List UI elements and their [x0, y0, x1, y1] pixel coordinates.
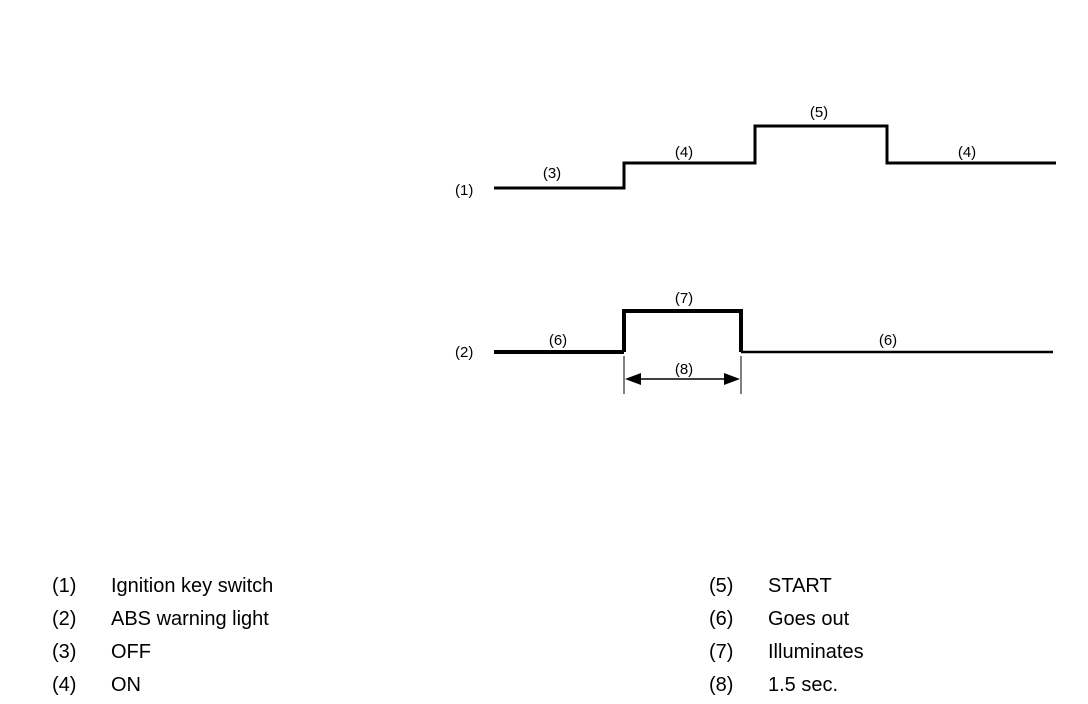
abs-goes-out-label-1: (6) [549, 332, 567, 349]
duration-arrowhead-left [625, 373, 641, 385]
ignition-on-label-1: (4) [675, 144, 693, 161]
ignition-start-label: (5) [810, 104, 828, 121]
abs-waveform-pulse [622, 309, 743, 352]
ignition-row-marker: (1) [455, 182, 473, 199]
legend-number: (8) [709, 674, 734, 696]
legend-text: START [768, 575, 832, 597]
legend-text: Goes out [768, 608, 850, 630]
legend-number: (4) [52, 674, 77, 696]
legend-text: ABS warning light [111, 608, 269, 630]
duration-label: (8) [675, 361, 693, 378]
legend-text: ON [111, 674, 141, 696]
ignition-on-label-2: (4) [958, 144, 976, 161]
ignition-off-label: (3) [543, 165, 561, 182]
legend-text: Ignition key switch [111, 575, 274, 597]
abs-illuminates-label: (7) [675, 290, 693, 307]
legend-number: (2) [52, 608, 77, 630]
duration-arrowhead-right [724, 373, 740, 385]
legend-number: (1) [52, 575, 77, 597]
legend-number: (5) [709, 575, 734, 597]
legend-text: 1.5 sec. [768, 674, 839, 696]
legend-number: (7) [709, 641, 734, 663]
abs-goes-out-label-2: (6) [879, 332, 897, 349]
legend-text: OFF [111, 641, 151, 663]
ignition-waveform [494, 124, 1056, 190]
abs-row-marker: (2) [455, 344, 473, 361]
legend-text: Illuminates [768, 641, 864, 663]
legend-number: (6) [709, 608, 734, 630]
legend-number: (3) [52, 641, 77, 663]
